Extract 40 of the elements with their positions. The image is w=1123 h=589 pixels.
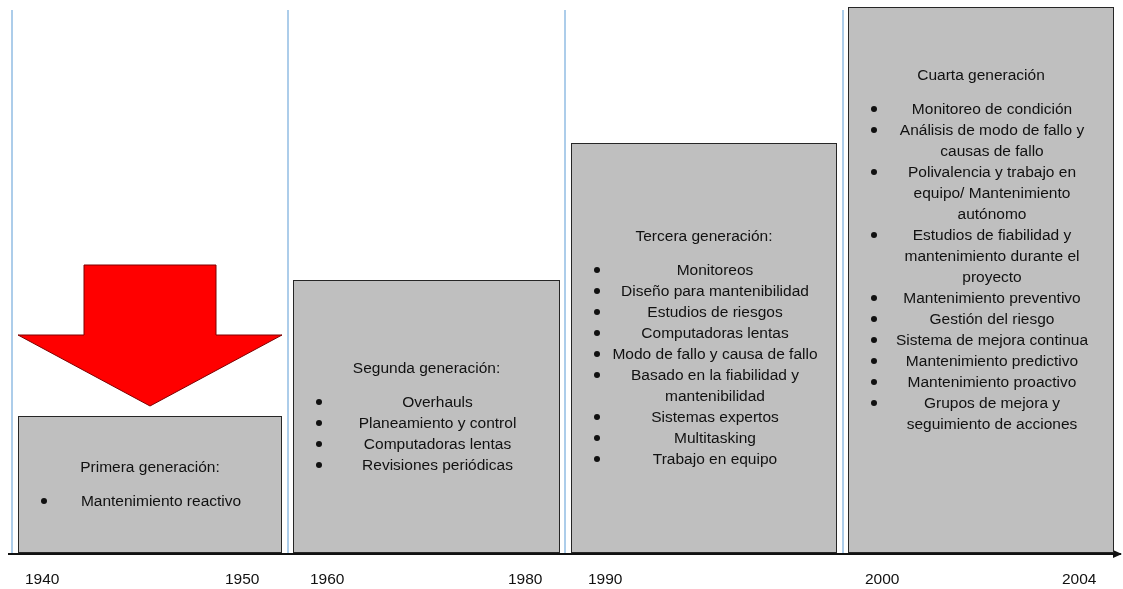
list-item: Grupos de mejora y seguimiento de acciones — [905, 393, 1079, 434]
list-item: Planeamiento y control — [357, 412, 518, 433]
list-item: Trabajo en equipo — [651, 449, 779, 469]
year-label: 1960 — [310, 570, 345, 588]
list-item: Mantenimiento proactivo — [906, 372, 1078, 392]
list-item: Mantenimiento predictivo — [904, 351, 1080, 371]
period-box — [571, 143, 837, 553]
year-label: 1980 — [508, 570, 543, 588]
period-box — [18, 416, 282, 553]
list-item: Gestión del riesgo — [928, 309, 1056, 329]
year-label: 1940 — [25, 570, 60, 588]
period-heading: Segunda generación: — [352, 358, 501, 377]
period-heading: Primera generación: — [80, 458, 220, 476]
list-item: Basado en la fiabilidad y mantenibilidad — [629, 365, 800, 406]
list-item: Revisiones periódicas — [361, 454, 514, 475]
year-label: 2004 — [1062, 570, 1097, 588]
period-heading: Tercera generación: — [635, 227, 773, 245]
year-label: 2000 — [865, 570, 900, 588]
list-item: Análisis de modo de fallo y causas de fallo — [898, 120, 1086, 161]
list-item: Monitoreo de condición — [910, 99, 1074, 119]
year-label: 1990 — [588, 570, 623, 588]
list-item: Mantenimiento reactivo — [79, 491, 243, 511]
list-item: Diseño para mantenibilidad — [620, 281, 810, 301]
period-box — [848, 7, 1114, 553]
list-item: Computadoras lentas — [362, 433, 513, 454]
list-item: Computadoras lentas — [640, 323, 790, 343]
list-item: Estudios de fiabilidad y mantenimiento durante el proyecto — [903, 225, 1081, 287]
list-item: Sistema de mejora continua — [894, 330, 1090, 350]
list-item: Polivalencia y trabajo en equipo/ Mantenimiento autónomo — [907, 162, 1077, 224]
list-item: Sistemas expertos — [650, 407, 780, 427]
list-item: Estudios de riesgos — [646, 302, 784, 322]
list-item: Overhauls — [401, 391, 474, 412]
list-item: Monitoreos — [675, 260, 755, 280]
list-item: Modo de fallo y causa de fallo — [612, 344, 819, 364]
period-box — [293, 280, 560, 553]
list-item: Multitasking — [673, 428, 757, 448]
year-label: 1950 — [225, 570, 260, 588]
period-heading: Cuarta generación — [917, 66, 1045, 84]
callout-shape — [17, 264, 283, 407]
list-item: Mantenimiento preventivo — [902, 288, 1082, 308]
